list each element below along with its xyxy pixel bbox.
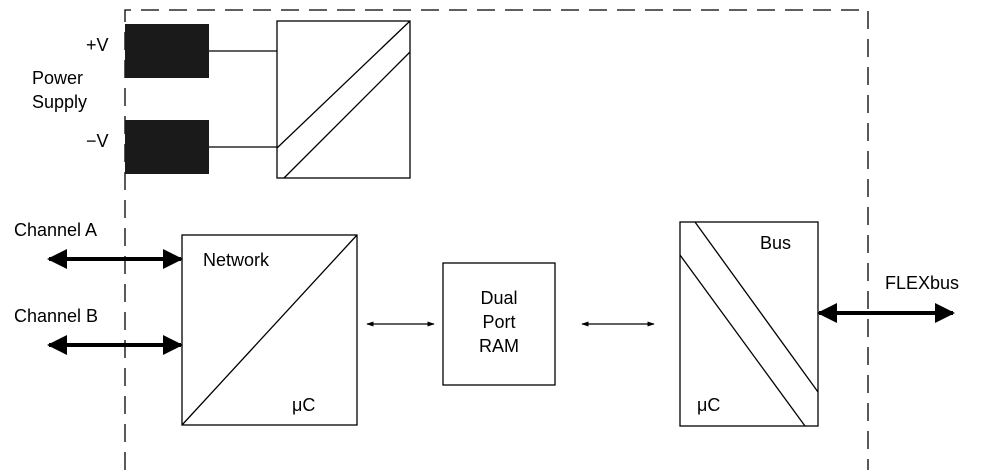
network-label: Network (203, 250, 270, 270)
bus-label: Bus (760, 233, 791, 253)
plus-v-terminal (125, 24, 209, 78)
flexbus-label: FLEXbus (885, 273, 959, 293)
network-uc-label: μC (292, 395, 315, 415)
bus-uc-label: μC (697, 395, 720, 415)
channel-b-label: Channel B (14, 306, 98, 326)
ram-label-line1: Dual (480, 288, 517, 308)
channel-a-label: Channel A (14, 220, 97, 240)
network-controller-block (181, 234, 358, 426)
minus-v-label: −V (86, 131, 109, 151)
power-supply-label-line1: Power (32, 68, 83, 88)
power-converter-block (276, 20, 411, 179)
ram-label-line2: Port (482, 312, 515, 332)
plus-v-label: +V (86, 35, 109, 55)
dual-port-ram-block (442, 262, 556, 386)
bus-controller-block (679, 221, 819, 427)
minus-v-terminal (125, 120, 209, 174)
ram-label-line3: RAM (479, 336, 519, 356)
module-boundary-dashed (124, 9, 869, 470)
power-supply-label-line2: Supply (32, 92, 87, 112)
